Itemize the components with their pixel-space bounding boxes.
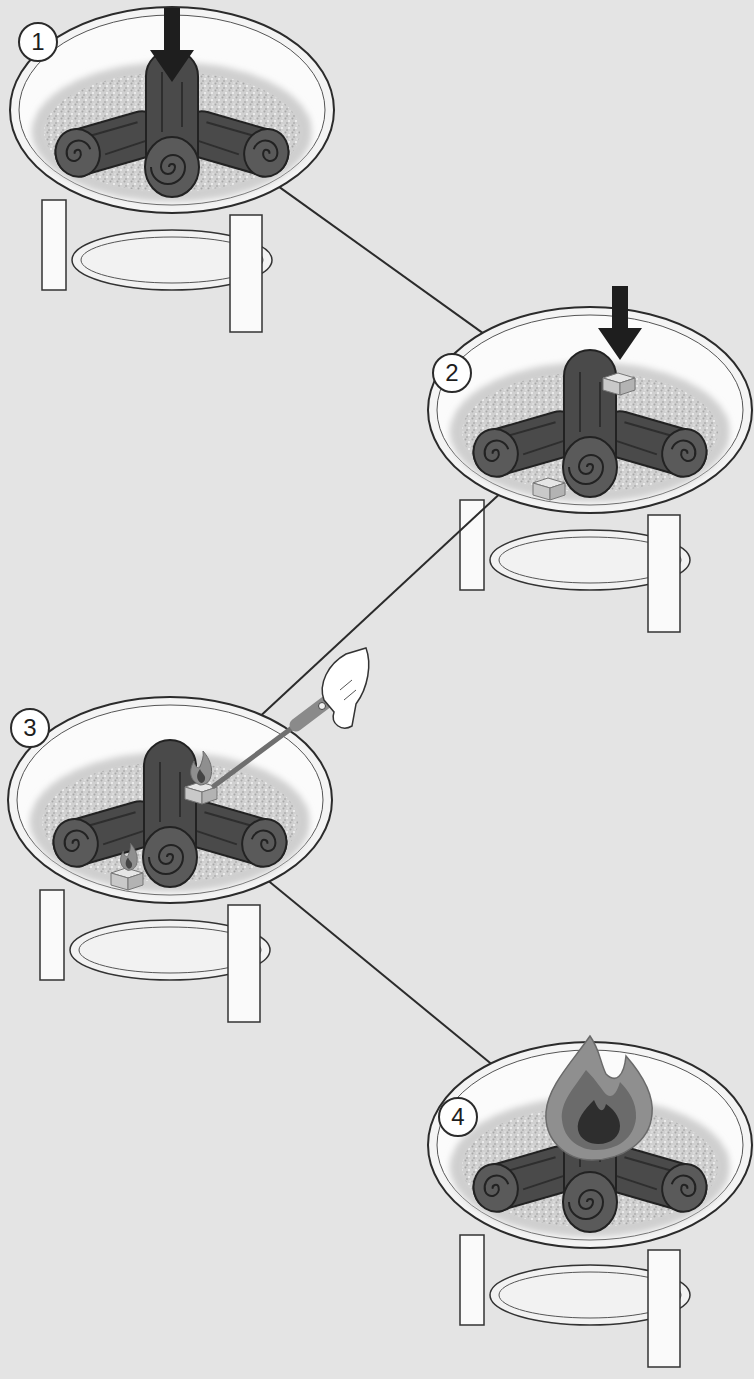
step-connector: [262, 495, 499, 715]
step-bowl: 4: [428, 1042, 752, 1248]
callout-number: 1: [18, 22, 58, 62]
connector-line: [279, 187, 482, 333]
callout-number: 3: [10, 708, 50, 748]
step-connector: [279, 187, 482, 333]
step-bowl: 3: [8, 697, 332, 903]
step-bowl: 1: [10, 7, 334, 213]
callout-number: 2: [432, 353, 472, 393]
callout-number: 4: [438, 1097, 478, 1137]
connector-line: [262, 495, 499, 715]
step-connector: [269, 881, 491, 1063]
connector-line: [269, 881, 491, 1063]
step-bowl: 2: [428, 307, 752, 513]
